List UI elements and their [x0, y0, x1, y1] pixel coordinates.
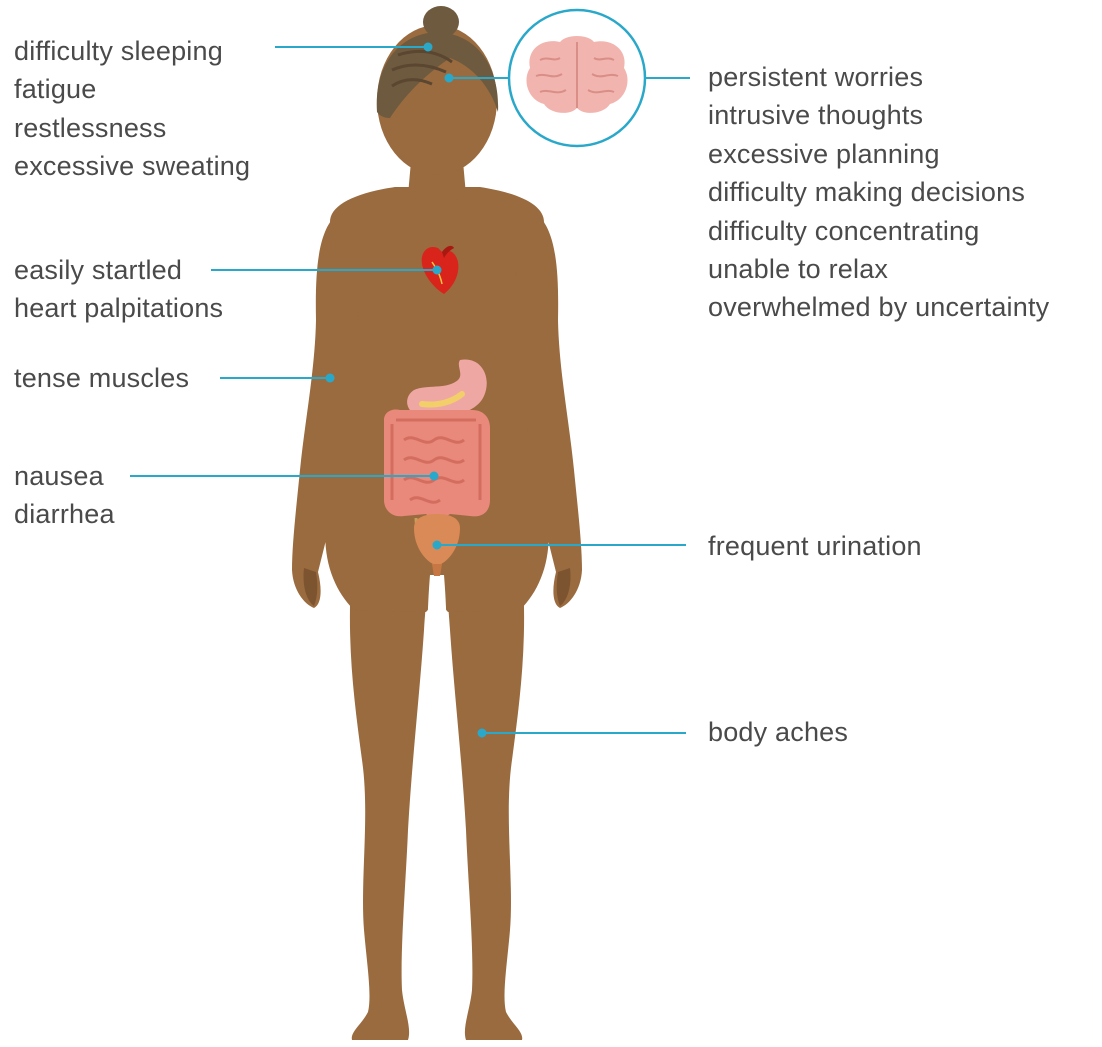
symptom-label: difficulty sleeping	[14, 32, 250, 70]
symptom-label: unable to relax	[708, 250, 1049, 288]
symptom-label: difficulty making decisions	[708, 173, 1049, 211]
symptom-label: difficulty concentrating	[708, 212, 1049, 250]
legs-symptom-list: body aches	[708, 713, 848, 751]
leader-dot-bladder	[434, 542, 441, 549]
muscle-symptom-list: tense muscles	[14, 359, 189, 397]
symptom-label: excessive sweating	[14, 147, 250, 185]
symptom-label: heart palpitations	[14, 289, 223, 327]
leader-dot-legs	[479, 730, 486, 737]
gut-symptom-list: nausea diarrhea	[14, 457, 115, 534]
leader-dot-head	[425, 44, 432, 51]
symptom-label: intrusive thoughts	[708, 96, 1049, 134]
left-leg	[350, 565, 428, 1040]
symptom-label: frequent urination	[708, 527, 922, 565]
leader-dot-brain	[446, 75, 453, 82]
heart-symptom-list: easily startled heart palpitations	[14, 251, 223, 328]
mind-symptom-list: persistent worries intrusive thoughts ex…	[708, 58, 1049, 327]
brain-icon	[526, 36, 627, 113]
leader-dot-muscles	[327, 375, 334, 382]
head-symptom-list: difficulty sleeping fatigue restlessness…	[14, 32, 250, 186]
symptom-label: fatigue	[14, 70, 250, 108]
symptom-label: nausea	[14, 457, 115, 495]
symptom-label: excessive planning	[708, 135, 1049, 173]
bladder-symptom-list: frequent urination	[708, 527, 922, 565]
symptom-label: tense muscles	[14, 359, 189, 397]
symptom-label: body aches	[708, 713, 848, 751]
leader-dot-gut	[431, 473, 438, 480]
leg-gap	[427, 575, 447, 680]
right-leg	[446, 565, 524, 1040]
brain-callout	[509, 10, 645, 146]
leader-dot-heart	[434, 267, 441, 274]
symptom-label: persistent worries	[708, 58, 1049, 96]
symptom-label: diarrhea	[14, 495, 115, 533]
symptom-label: easily startled	[14, 251, 223, 289]
symptom-label: restlessness	[14, 109, 250, 147]
symptom-label: overwhelmed by uncertainty	[708, 288, 1049, 326]
